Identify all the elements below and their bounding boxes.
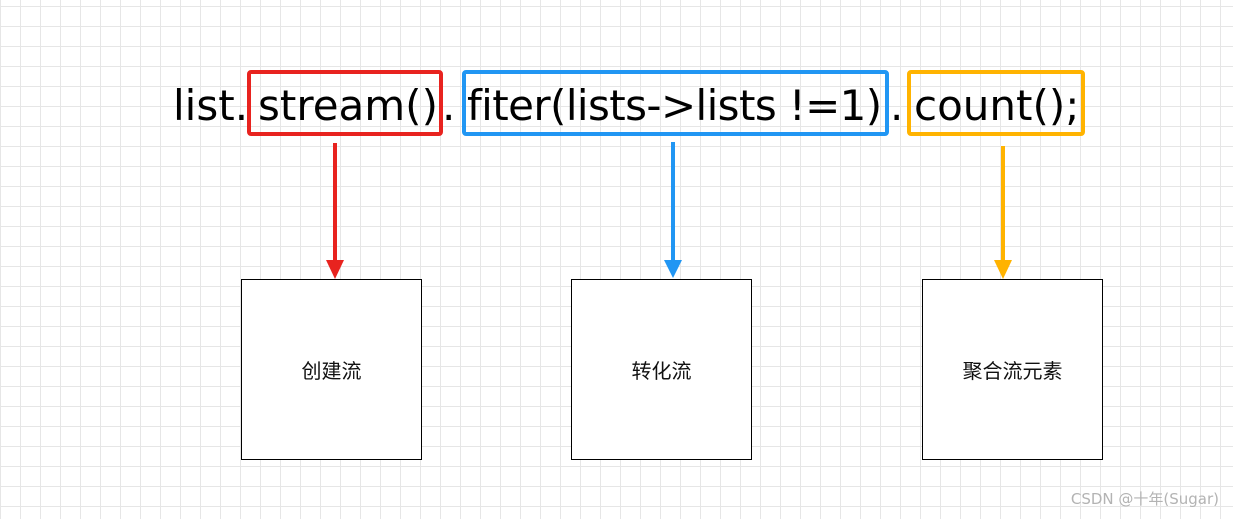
transform-stream-box: 转化流 bbox=[571, 279, 752, 460]
transform-stream-label: 转化流 bbox=[631, 359, 692, 383]
red-arrow bbox=[326, 143, 344, 279]
create-stream-label: 创建流 bbox=[301, 359, 362, 383]
code-count: count(); bbox=[914, 81, 1080, 130]
blue-arrow bbox=[664, 142, 682, 278]
code-stream: stream() bbox=[258, 81, 438, 130]
aggregate-stream-box: 聚合流元素 bbox=[922, 279, 1103, 460]
filter-highlight-frame bbox=[462, 70, 889, 136]
count-highlight-frame bbox=[907, 70, 1085, 136]
aggregate-stream-label: 聚合流元素 bbox=[962, 359, 1063, 383]
watermark: CSDN @十年(Sugar) bbox=[1070, 490, 1219, 508]
code-separator-1: . bbox=[442, 81, 456, 130]
stream-highlight-frame bbox=[247, 70, 443, 136]
code-prefix: list. bbox=[173, 81, 249, 130]
create-stream-box: 创建流 bbox=[241, 279, 422, 460]
code-filter: fiter(lists->lists !=1) bbox=[467, 81, 882, 130]
yellow-arrow bbox=[994, 146, 1012, 279]
code-separator-2: . bbox=[890, 81, 904, 130]
